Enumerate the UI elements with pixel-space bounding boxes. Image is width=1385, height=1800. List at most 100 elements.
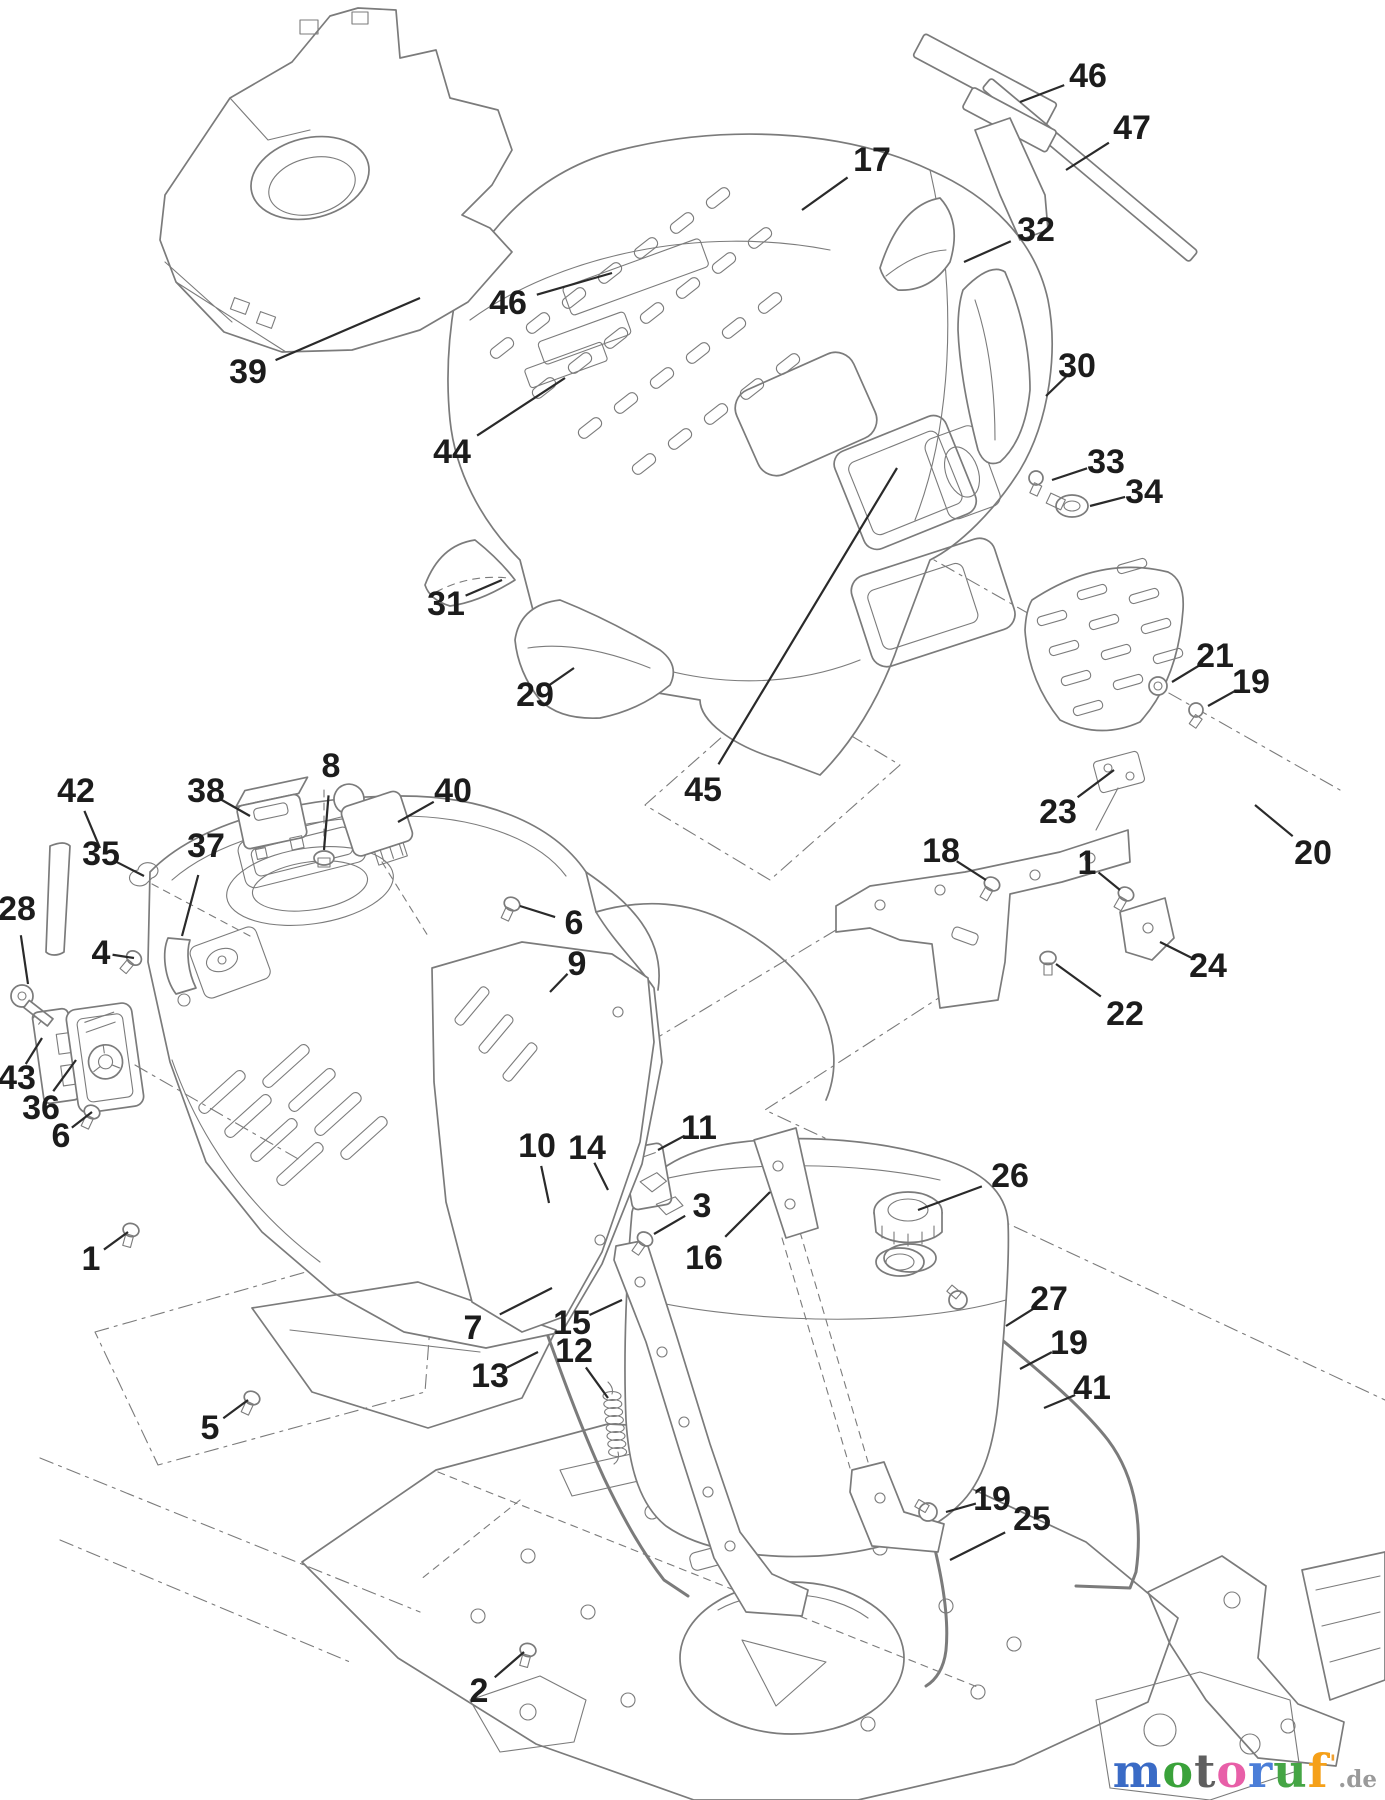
callout-leader-36 <box>52 1059 77 1092</box>
callout-44: 44 <box>433 433 471 471</box>
part-41-fuel-line <box>960 1304 1140 1590</box>
callout-leader-12 <box>585 1366 609 1399</box>
part-38-switch <box>235 776 309 860</box>
callout-leader-31 <box>465 578 503 597</box>
callout-leader-39 <box>275 296 421 362</box>
callout-3: 3 <box>693 1187 712 1225</box>
callout-47: 47 <box>1113 109 1151 147</box>
part-15-support-strap <box>613 1239 809 1617</box>
callout-15: 15 <box>553 1304 591 1342</box>
callout-20: 20 <box>1294 834 1332 872</box>
callout-leader-11 <box>657 1134 686 1151</box>
callout-5: 5 <box>201 1409 220 1447</box>
logo-letter: t <box>1194 1744 1217 1798</box>
callout-46: 46 <box>1069 57 1107 95</box>
motoruf-logo[interactable]: motoruf'.de <box>1113 1744 1377 1798</box>
part-9-side-panel <box>431 941 655 1333</box>
callout-leader-46 <box>536 271 613 296</box>
callout-leader-45 <box>717 467 898 765</box>
part-37-lever <box>163 937 197 1007</box>
callout-9: 9 <box>568 945 587 983</box>
part-12-spring <box>602 1381 628 1465</box>
callout-28: 28 <box>0 890 36 928</box>
callout-leader-47 <box>1065 141 1110 171</box>
callout-42: 42 <box>57 772 95 810</box>
callout-8: 8 <box>322 747 341 785</box>
callout-leader-2 <box>494 1651 525 1679</box>
callout-leader-20 <box>1254 804 1294 838</box>
callout-leader-18 <box>956 860 987 881</box>
logo-letter: o <box>1162 1744 1195 1798</box>
callout-31: 31 <box>427 585 465 623</box>
callout-leader-14 <box>593 1162 609 1191</box>
logo-letter: r <box>1248 1744 1274 1798</box>
callout-12: 12 <box>555 1332 593 1370</box>
part-39-engine-cover <box>159 7 513 353</box>
callout-40: 40 <box>434 772 472 810</box>
callout-leader-4 <box>112 953 135 960</box>
callout-leader-1 <box>1097 871 1121 891</box>
part-28-key <box>10 984 54 1027</box>
part-19-clamp-center <box>914 1498 938 1522</box>
callout-19: 19 <box>1050 1324 1088 1362</box>
part-31-scoop <box>424 539 516 607</box>
callout-leader-1 <box>103 1231 129 1251</box>
callout-46: 46 <box>489 284 527 322</box>
part-47-support-bar <box>962 78 1198 262</box>
callout-leader-29 <box>548 667 575 687</box>
bolt <box>631 1231 654 1256</box>
callout-leader-19 <box>1207 689 1237 707</box>
callout-19: 19 <box>973 1480 1011 1518</box>
logo-trademark-tick: ' <box>1329 1751 1337 1777</box>
part-36-ignition-switch <box>55 1002 145 1114</box>
callout-11: 11 <box>681 1109 717 1147</box>
bolt <box>119 949 143 975</box>
bolt <box>1113 886 1135 912</box>
callout-39: 39 <box>229 353 267 391</box>
part-19-clamp-right <box>946 1284 968 1310</box>
part-23-front-bracket <box>835 750 1146 1009</box>
callout-34: 34 <box>1125 473 1163 511</box>
callout-leader-22 <box>1055 963 1102 998</box>
callout-leader-32 <box>963 240 1012 264</box>
part-42-decal <box>45 842 71 956</box>
callout-leader-40 <box>397 800 435 823</box>
callout-37: 37 <box>187 827 225 865</box>
callout-17: 17 <box>853 141 891 179</box>
callout-leader-35 <box>115 860 145 877</box>
part-21-washer <box>1148 676 1168 696</box>
logo-word: motoruf <box>1113 1744 1329 1798</box>
callout-22: 22 <box>1106 995 1144 1033</box>
callout-2: 2 <box>470 1672 489 1710</box>
callout-leader-43 <box>24 1037 43 1065</box>
logo-letter: f <box>1307 1744 1329 1798</box>
part-19-bolt-top <box>1188 702 1204 729</box>
part-32-scoop <box>879 197 956 291</box>
callout-leader-7 <box>499 1287 553 1316</box>
logo-letter: m <box>1112 1744 1163 1798</box>
callout-leader-3 <box>653 1214 686 1235</box>
callout-leader-30 <box>1045 375 1067 397</box>
callout-leader-21 <box>1171 664 1201 683</box>
callout-36: 36 <box>22 1089 60 1127</box>
callout-leader-16 <box>724 1191 771 1238</box>
callout-18: 18 <box>922 832 960 870</box>
part-33-bolt <box>1028 470 1044 497</box>
callout-6: 6 <box>565 904 584 942</box>
callout-16: 16 <box>685 1239 723 1277</box>
callout-leader-34 <box>1089 495 1126 508</box>
callout-leader-9 <box>549 973 569 993</box>
callout-41: 41 <box>1073 1369 1111 1407</box>
callout-19: 19 <box>1232 663 1270 701</box>
callout-27: 27 <box>1030 1280 1068 1318</box>
callout-leader-28 <box>19 935 30 985</box>
callout-35: 35 <box>82 835 120 873</box>
part-24-side-bracket <box>1119 897 1175 961</box>
callout-leader-19 <box>945 1502 977 1514</box>
callout-1: 1 <box>1078 844 1097 882</box>
callout-leader-24 <box>1159 941 1192 959</box>
logo-domain-suffix: .de <box>1338 1766 1377 1793</box>
